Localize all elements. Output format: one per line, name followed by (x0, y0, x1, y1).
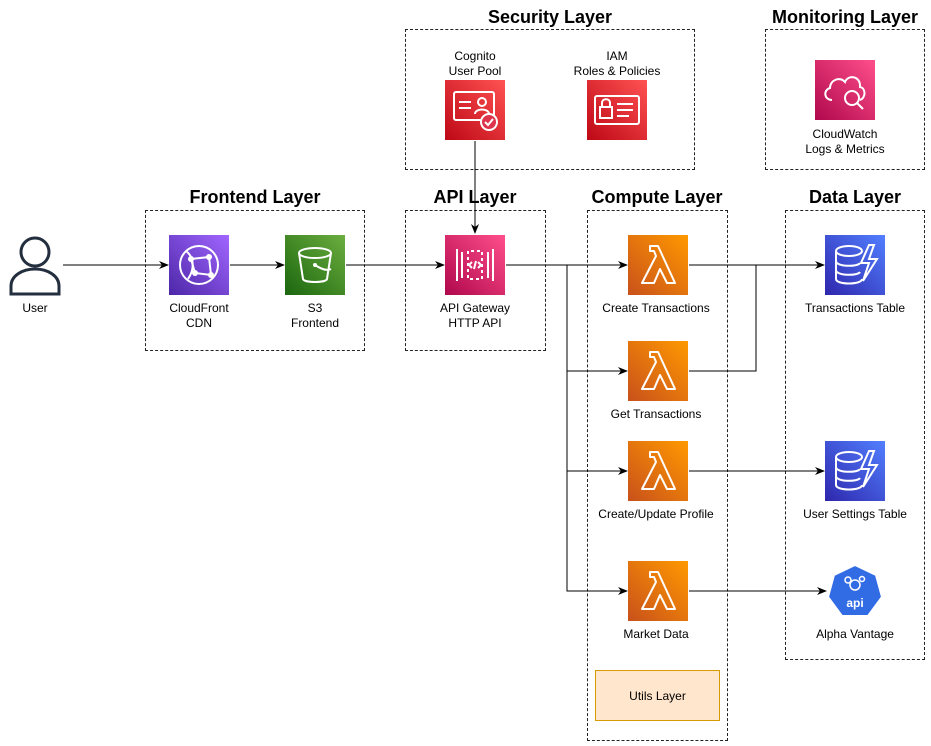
security-layer-title: Security Layer (487, 7, 613, 27)
cloudwatch-label-line2: Logs & Metrics (805, 142, 885, 156)
s3-label-line1: S3 (307, 301, 323, 315)
compute-layer-box (587, 210, 728, 741)
alpha-vantage-label: Alpha Vantage (816, 627, 894, 641)
user-icon[interactable] (8, 234, 62, 296)
get-transactions-label: Get Transactions (610, 407, 702, 421)
lambda-get-transactions-icon[interactable] (628, 341, 688, 401)
cloudfront-icon[interactable] (169, 235, 229, 295)
edge-apigw-get-tx (566, 265, 628, 375)
user-settings-table-icon[interactable] (825, 441, 885, 501)
user-settings-table-label: User Settings Table (803, 507, 907, 521)
lambda-profile-icon[interactable] (628, 441, 688, 501)
profile-label: Create/Update Profile (598, 507, 714, 521)
lambda-create-transactions-icon[interactable] (628, 235, 688, 295)
alpha-vantage-api-icon[interactable]: api (826, 563, 884, 621)
alpha-vantage-badge-text: api (846, 596, 863, 610)
transactions-table-icon[interactable] (825, 235, 885, 295)
cloudwatch-label-line1: CloudWatch (812, 127, 878, 141)
monitoring-layer-box (765, 29, 925, 170)
cognito-user-pool-icon[interactable] (445, 80, 505, 140)
iam-label-line1: IAM (606, 49, 628, 63)
cognito-label-line2: User Pool (448, 64, 502, 78)
iam-roles-icon[interactable] (587, 80, 647, 140)
api-gateway-label-line1: API Gateway (439, 301, 511, 315)
market-data-label: Market Data (623, 627, 689, 641)
api-gateway-label-line2: HTTP API (448, 316, 502, 330)
data-layer-box (785, 210, 925, 660)
edge-apigw-market (566, 471, 628, 595)
cloudwatch-icon[interactable] (815, 60, 875, 120)
create-transactions-label: Create Transactions (602, 301, 710, 315)
utils-layer[interactable]: Utils Layer (595, 670, 720, 721)
cognito-label-line1: Cognito (454, 49, 496, 63)
transactions-table-label: Transactions Table (804, 301, 906, 315)
api-gateway-icon[interactable] (445, 235, 505, 295)
cloudfront-label-line2: CDN (186, 316, 212, 330)
edge-get-tx-table (689, 265, 757, 372)
s3-bucket-icon[interactable] (285, 235, 345, 295)
s3-label-line2: Frontend (290, 316, 340, 330)
iam-label-line2: Roles & Policies (573, 64, 661, 78)
user-label: User (22, 301, 48, 315)
cloudfront-label-line1: CloudFront (169, 301, 229, 315)
compute-layer-title: Compute Layer (591, 187, 723, 207)
data-layer-title: Data Layer (808, 187, 902, 207)
lambda-market-data-icon[interactable] (628, 561, 688, 621)
frontend-layer-title: Frontend Layer (189, 187, 321, 207)
monitoring-layer-title: Monitoring Layer (771, 7, 919, 27)
frontend-layer-box (145, 210, 365, 351)
security-layer-box (405, 29, 695, 170)
